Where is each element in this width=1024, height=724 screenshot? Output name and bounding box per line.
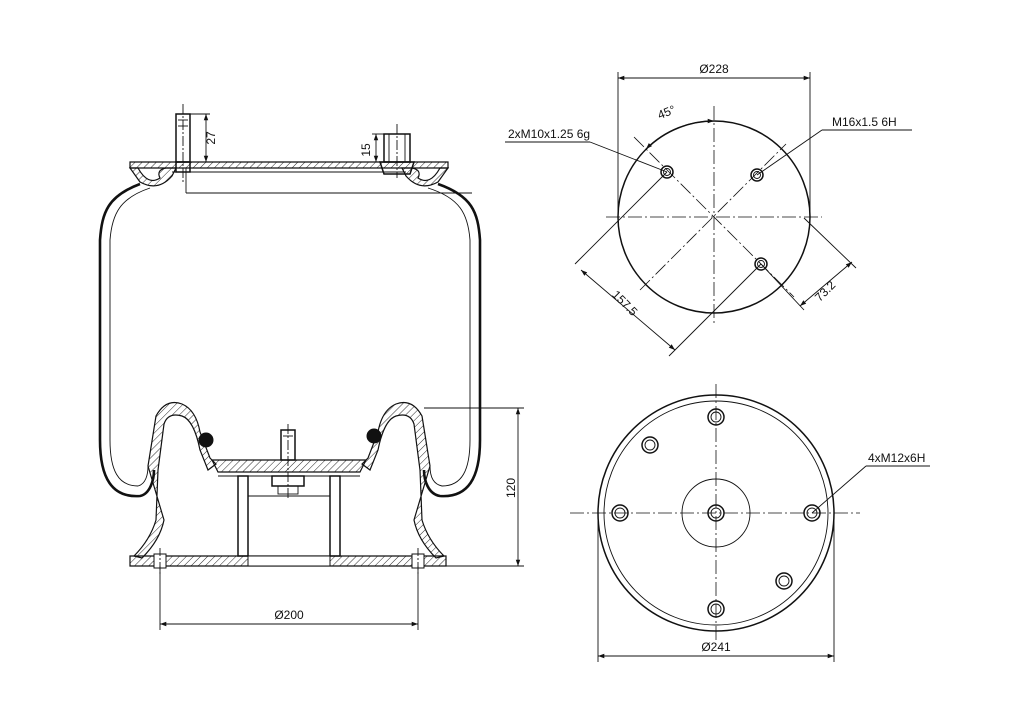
bolt-hole-upper-left — [641, 436, 659, 454]
top-view: Ø228 45° 2xM10x1.25 6g M16x1.5 6H 157.5 … — [505, 62, 912, 357]
port-hole — [750, 168, 764, 182]
mounting-stud — [175, 104, 191, 182]
bolt-hole-lower-right — [775, 572, 793, 590]
stud-hole-right — [754, 257, 768, 271]
dim-plate-diameter: Ø228 — [699, 62, 729, 76]
label-stud-thread: 2xM10x1.25 6g — [508, 127, 590, 141]
piston-wall-left — [132, 401, 217, 559]
bolt-hole-right — [803, 504, 821, 522]
piston-top — [211, 459, 367, 473]
air-fitting — [378, 124, 416, 178]
dim-piston-height: 120 — [504, 478, 518, 498]
top-bead-left — [128, 167, 177, 187]
dim-piston-diameter: Ø241 — [701, 640, 731, 654]
side-view: 27 15 — [98, 104, 524, 630]
top-plate-section — [129, 161, 449, 169]
bolt-hole-bottom — [707, 600, 725, 618]
dim-fitting-height: 15 — [359, 143, 373, 157]
dim-stud-spacing: 157.5 — [609, 288, 640, 319]
top-bead-right — [401, 167, 450, 187]
label-port-thread: M16x1.5 6H — [832, 115, 897, 129]
dim-angle: 45° — [655, 102, 677, 122]
stud-hole-left — [660, 165, 674, 179]
center-bolt — [271, 424, 305, 498]
dim-offset: 73.2 — [812, 278, 839, 305]
bolt-hole-left — [611, 504, 629, 522]
dim-base-diameter: Ø200 — [274, 608, 304, 622]
dim-stud-height: 27 — [204, 131, 218, 145]
bottom-view: 4xM12x6H Ø241 — [570, 384, 930, 662]
label-bolt-thread: 4xM12x6H — [868, 451, 925, 465]
center-hole — [707, 504, 725, 522]
bellows-outline — [98, 182, 156, 498]
bolt-hole-top — [707, 408, 725, 426]
piston-wall-right — [361, 401, 446, 559]
